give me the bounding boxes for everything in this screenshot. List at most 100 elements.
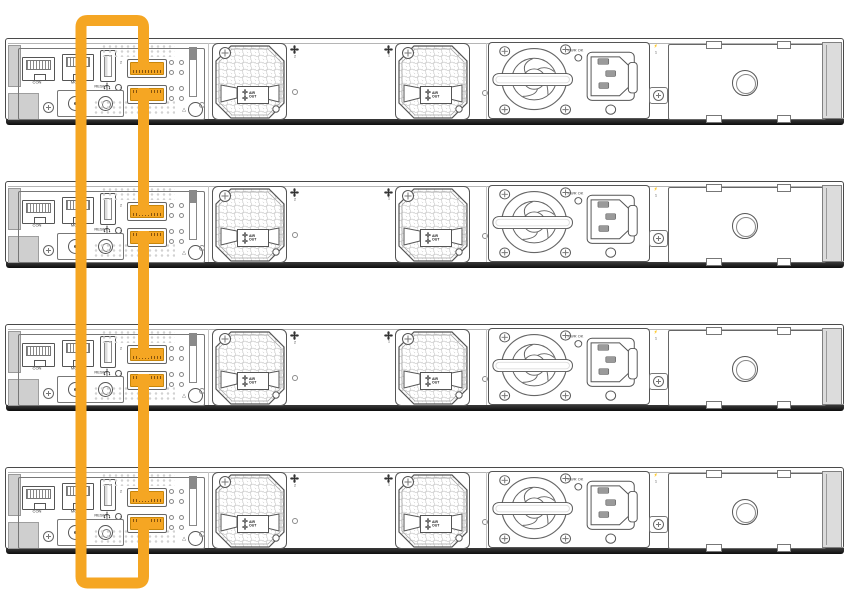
locator-button (188, 531, 203, 546)
pwr-led (574, 483, 583, 491)
fan-grille (214, 45, 285, 119)
fan-icon (425, 232, 431, 238)
port-led (179, 382, 184, 387)
port-led (169, 86, 174, 91)
bay-divider (486, 329, 487, 405)
plate-tab (706, 115, 722, 123)
psu-detail: PWR OK (492, 187, 638, 258)
fan-bay-icon (290, 45, 299, 54)
thumbscrew-icon (401, 190, 414, 202)
power-inlet (586, 480, 635, 530)
antenna-connector (68, 382, 83, 397)
plate-tab (706, 184, 722, 192)
screw-hole (482, 376, 488, 382)
plate-tab (777, 470, 791, 478)
fan-bay-icon (384, 474, 393, 483)
latch-left (403, 227, 420, 246)
screw-hole (199, 531, 205, 537)
fan-icon (242, 89, 248, 95)
stacking-cable-plug (130, 205, 164, 218)
usb-tongue (104, 341, 112, 363)
stacking-cable-plug (130, 88, 164, 101)
air-out-text: OUT (249, 381, 257, 385)
port-led (179, 239, 184, 244)
fan-grille (214, 474, 285, 548)
console-port-label: CON (32, 223, 42, 228)
stacking-cable-plug (130, 348, 164, 361)
rj45-pins (66, 57, 90, 67)
air-out-text: OUT (249, 95, 257, 99)
mgmt-port (62, 483, 94, 510)
plate-tab (777, 258, 791, 266)
air-out-label: AIR OUT (420, 86, 452, 104)
screw-hole (199, 102, 205, 108)
mgmt-port-label: MGMT (70, 509, 84, 514)
locator-button (188, 102, 203, 117)
fan-module: AIR OUT (212, 329, 287, 406)
air-out-label: AIR OUT (420, 515, 452, 533)
plate-tab (706, 544, 722, 552)
latch-left (403, 370, 420, 389)
fan-module: AIR OUT (212, 472, 287, 549)
warning-icon: △ (182, 536, 186, 542)
inlet-pin (597, 58, 610, 65)
fan-bay-number: 2 (294, 341, 296, 345)
rj45-pins (66, 486, 90, 496)
pwr-led (574, 197, 583, 205)
pwr-ok-label: PWR OK (568, 48, 584, 52)
mgmt-port-label: MGMT (70, 80, 84, 85)
screw-plate (649, 87, 668, 104)
fan-grille (397, 474, 468, 548)
plate-tab (777, 115, 791, 123)
inlet-pin (605, 356, 616, 363)
label-pull-tab (189, 190, 197, 240)
vent-pattern (101, 473, 175, 486)
fan-module: AIR OUT (395, 186, 470, 263)
fan-icons (425, 89, 431, 101)
rj45-notch (33, 360, 46, 367)
pwr-led (574, 340, 583, 348)
screw-hole (482, 233, 488, 239)
inlet-pin (597, 487, 610, 494)
stacking-port-top (127, 59, 167, 78)
air-out-label: AIR OUT (237, 86, 269, 104)
port-led (169, 96, 174, 101)
pwr-ok-label: PWR OK (568, 477, 584, 481)
latch-left (220, 84, 237, 103)
air-out-label: AIR OUT (420, 372, 452, 390)
fan-icon (242, 375, 248, 381)
plate-tab (777, 41, 791, 49)
reset-label: RESET (94, 370, 108, 375)
port-led (169, 515, 174, 520)
reset-label: RESET (94, 84, 108, 89)
console-port-label: CON (32, 509, 42, 514)
vent-pattern (101, 44, 175, 57)
fan-module: AIR OUT (395, 329, 470, 406)
chassis-shadow (6, 119, 844, 125)
screw-hole (292, 518, 298, 524)
screw-plate (649, 373, 668, 390)
rj45-pins (66, 200, 90, 210)
inlet-pin (597, 344, 610, 351)
inlet-pin (598, 225, 610, 232)
phillips-screw-icon (499, 330, 571, 401)
screw-hole (605, 533, 617, 544)
fan-grille (397, 188, 468, 262)
stacking-cable-plug (130, 374, 164, 387)
psu-bay-number: 1 (655, 51, 657, 55)
usb-tongue (104, 198, 112, 220)
fan-bay-icon (290, 331, 299, 340)
fan-bay-icon (290, 474, 299, 483)
console-port (22, 343, 55, 367)
fan-icon (242, 232, 248, 238)
left-bracket (8, 474, 21, 516)
latch-left (403, 84, 420, 103)
thumbscrew-icon (218, 190, 231, 202)
latch-left (220, 513, 237, 532)
psu-module: PWR OK (488, 328, 650, 405)
air-out-text: AIR (432, 234, 439, 239)
rj45-notch (33, 217, 46, 224)
port-led (169, 382, 174, 387)
stacking-port-top (127, 345, 167, 364)
